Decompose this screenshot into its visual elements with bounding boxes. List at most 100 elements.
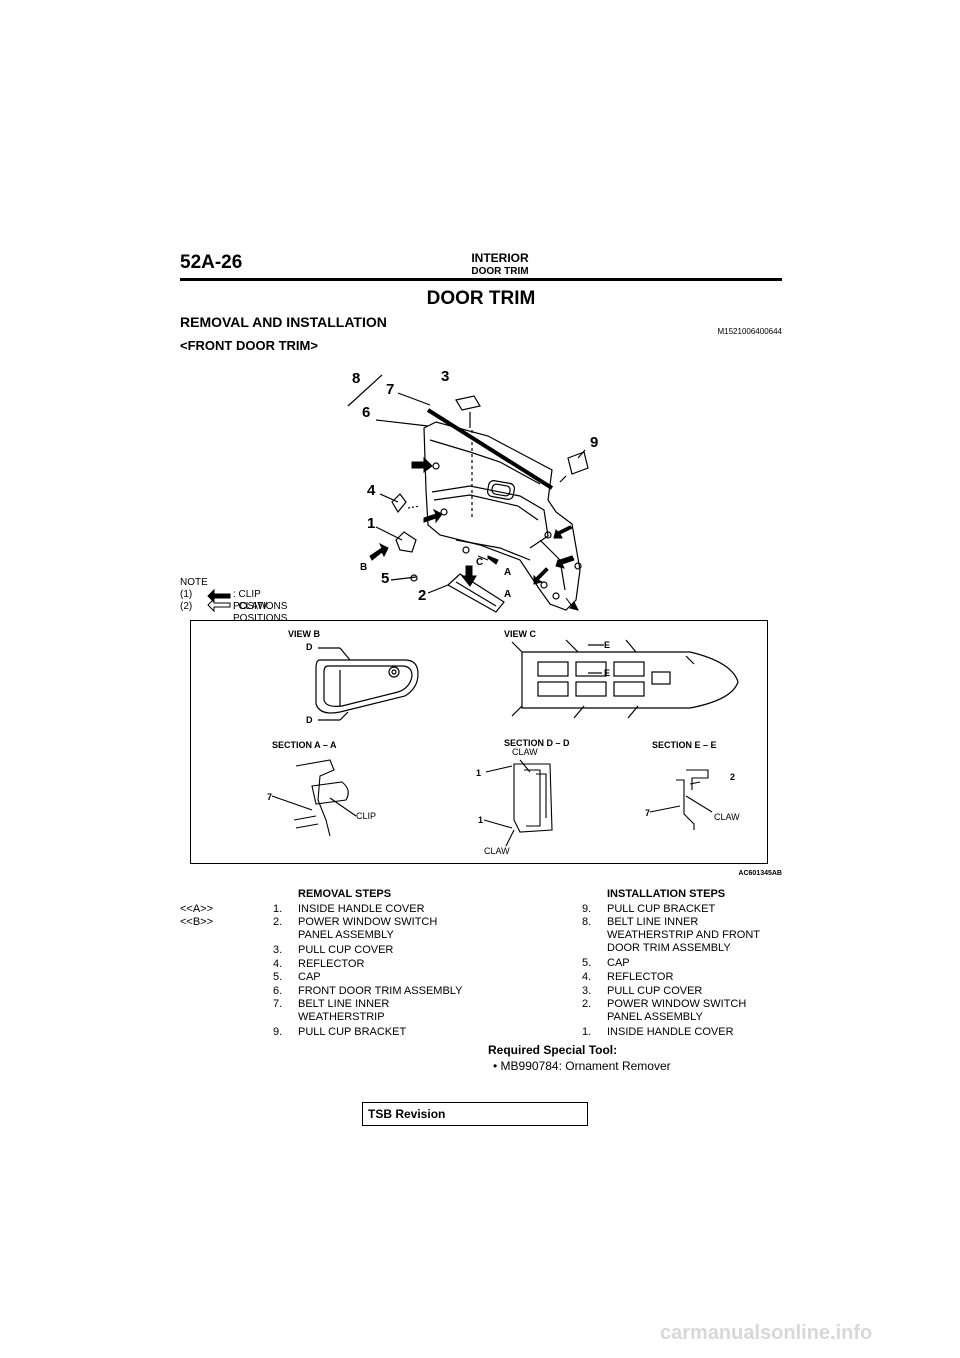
callout-3: 3 (441, 368, 450, 385)
note-item: (1) : CLIP POSITIONS (180, 589, 287, 612)
removal-steps-title: REMOVAL STEPS (298, 888, 392, 900)
step-num: 9. (582, 903, 592, 915)
section-dd-claw-top: CLAW (512, 747, 538, 757)
note-item-text: : CLAW POSITIONS (233, 601, 288, 624)
section-dd-claw-bottom: CLAW (484, 846, 510, 856)
step-text: REFLECTOR (607, 971, 674, 983)
removal-mark-b: <<B>> (180, 916, 214, 928)
section-dd-1-bottom: 1 (478, 815, 484, 825)
removal-mark-a: <<A>> (180, 903, 214, 915)
step-text: BELT LINE INNER WEATHERSTRIP (298, 998, 390, 1023)
removal-step: 4. REFLECTOR (273, 958, 493, 971)
callout-c: C (476, 557, 484, 568)
callout-1: 1 (367, 515, 376, 532)
step-num: 2. (582, 998, 592, 1010)
section-heading: <FRONT DOOR TRIM> (180, 338, 318, 353)
note-block: NOTE (1) : CLIP POSITIONS (2) : CLAW POS… (180, 577, 287, 624)
step-num: 5. (582, 957, 592, 969)
removal-step: 1. INSIDE HANDLE COVER (273, 903, 493, 916)
callout-a-upper: A (504, 567, 512, 578)
step-num: 2. (273, 916, 283, 928)
section-ee-label: SECTION E – E (652, 740, 717, 750)
step-num: 9. (273, 1026, 283, 1038)
callout-9: 9 (590, 434, 599, 451)
section-aa-7: 7 (267, 792, 273, 802)
view-b-label: VIEW B (288, 629, 321, 639)
figure-code: AC601345AB (738, 870, 782, 877)
installation-step: 5. CAP (582, 957, 782, 970)
removal-step: 9. PULL CUP BRACKET (273, 1026, 493, 1039)
section-ee-7: 7 (645, 808, 651, 818)
step-text: POWER WINDOW SWITCH PANEL ASSEMBLY (298, 916, 438, 941)
note-heading: NOTE (180, 577, 208, 588)
header-section-title: DOOR TRIM (471, 266, 529, 277)
step-num: 1. (273, 903, 283, 915)
note-item-text: : CLIP POSITIONS (233, 589, 288, 612)
special-tool-title: Required Special Tool: (488, 1043, 618, 1057)
special-tool-text: MB990784: Ornament Remover (500, 1059, 671, 1073)
step-text: INSIDE HANDLE COVER (298, 903, 425, 915)
callout-8: 8 (352, 370, 361, 387)
step-num: 1. (582, 1026, 592, 1038)
section-dd-label: SECTION D – D (504, 738, 570, 748)
callout-a-lower: A (504, 589, 512, 600)
step-num: 3. (273, 944, 283, 956)
section-ee-claw: CLAW (714, 812, 740, 822)
section-aa-clip: CLIP (356, 811, 377, 821)
removal-step: 6. FRONT DOOR TRIM ASSEMBLY (273, 985, 493, 998)
view-c-e-top: E (604, 640, 611, 650)
tsb-revision-label: TSB Revision (368, 1107, 446, 1121)
view-b-d-bottom: D (306, 715, 313, 725)
removal-step: 5. CAP (273, 971, 493, 984)
special-tool-item: • MB990784: Ornament Remover (493, 1059, 671, 1073)
header-group: INTERIOR DOOR TRIM (440, 251, 560, 279)
view-c-label: VIEW C (504, 629, 537, 639)
step-num: 7. (273, 998, 283, 1010)
step-num: 6. (273, 985, 283, 997)
document-id: M1521006400644 (717, 327, 782, 336)
note-item-num: (2) (180, 601, 193, 612)
installation-step: 8. BELT LINE INNER WEATHERSTRIP AND FRON… (582, 916, 782, 956)
callout-6: 6 (362, 404, 371, 421)
step-text: BELT LINE INNER WEATHERSTRIP AND FRONT D… (607, 916, 760, 954)
watermark: carmanualsonline.info (660, 1322, 873, 1344)
step-num: 5. (273, 971, 283, 983)
removal-step: 7. BELT LINE INNER WEATHERSTRIP (273, 998, 493, 1024)
step-num: 8. (582, 916, 592, 928)
detail-views-box (190, 620, 768, 864)
view-b-d-top: D (306, 642, 313, 652)
step-num: 4. (582, 971, 592, 983)
view-c-e-bottom: E (604, 668, 611, 678)
installation-step: 2. POWER WINDOW SWITCH PANEL ASSEMBLY (582, 998, 782, 1024)
section-dd-1-top: 1 (476, 768, 482, 778)
step-text: POWER WINDOW SWITCH PANEL ASSEMBLY (607, 998, 747, 1023)
installation-step: 1. INSIDE HANDLE COVER (582, 1026, 782, 1039)
page-number: 52A-26 (180, 252, 243, 273)
bullet-icon: • (493, 1059, 498, 1073)
step-text: PULL CUP COVER (298, 944, 394, 956)
callout-2: 2 (418, 587, 427, 604)
step-text: FRONT DOOR TRIM ASSEMBLY (298, 985, 463, 997)
removal-step: 3. PULL CUP COVER (273, 944, 493, 957)
section-ee-2: 2 (730, 772, 736, 782)
step-text: CAP (298, 971, 321, 983)
installation-step: 4. REFLECTOR (582, 971, 782, 984)
step-text: PULL CUP BRACKET (607, 903, 716, 915)
section-aa-label: SECTION A – A (272, 740, 337, 750)
callout-7: 7 (386, 381, 395, 398)
installation-steps-title: INSTALLATION STEPS (607, 888, 726, 900)
step-text: PULL CUP COVER (607, 985, 703, 997)
step-text: CAP (607, 957, 630, 969)
callout-b: B (360, 562, 368, 573)
header-group-title: INTERIOR (471, 251, 529, 265)
installation-step: 9. PULL CUP BRACKET (582, 903, 782, 916)
note-item: (2) : CLAW POSITIONS (180, 601, 287, 624)
removal-step: 2. POWER WINDOW SWITCH PANEL ASSEMBLY (273, 916, 493, 942)
step-text: INSIDE HANDLE COVER (607, 1026, 734, 1038)
step-text: PULL CUP BRACKET (298, 1026, 407, 1038)
step-num: 3. (582, 985, 592, 997)
tsb-revision-box: TSB Revision (362, 1102, 588, 1126)
callout-5: 5 (381, 570, 390, 587)
step-num: 4. (273, 958, 283, 970)
